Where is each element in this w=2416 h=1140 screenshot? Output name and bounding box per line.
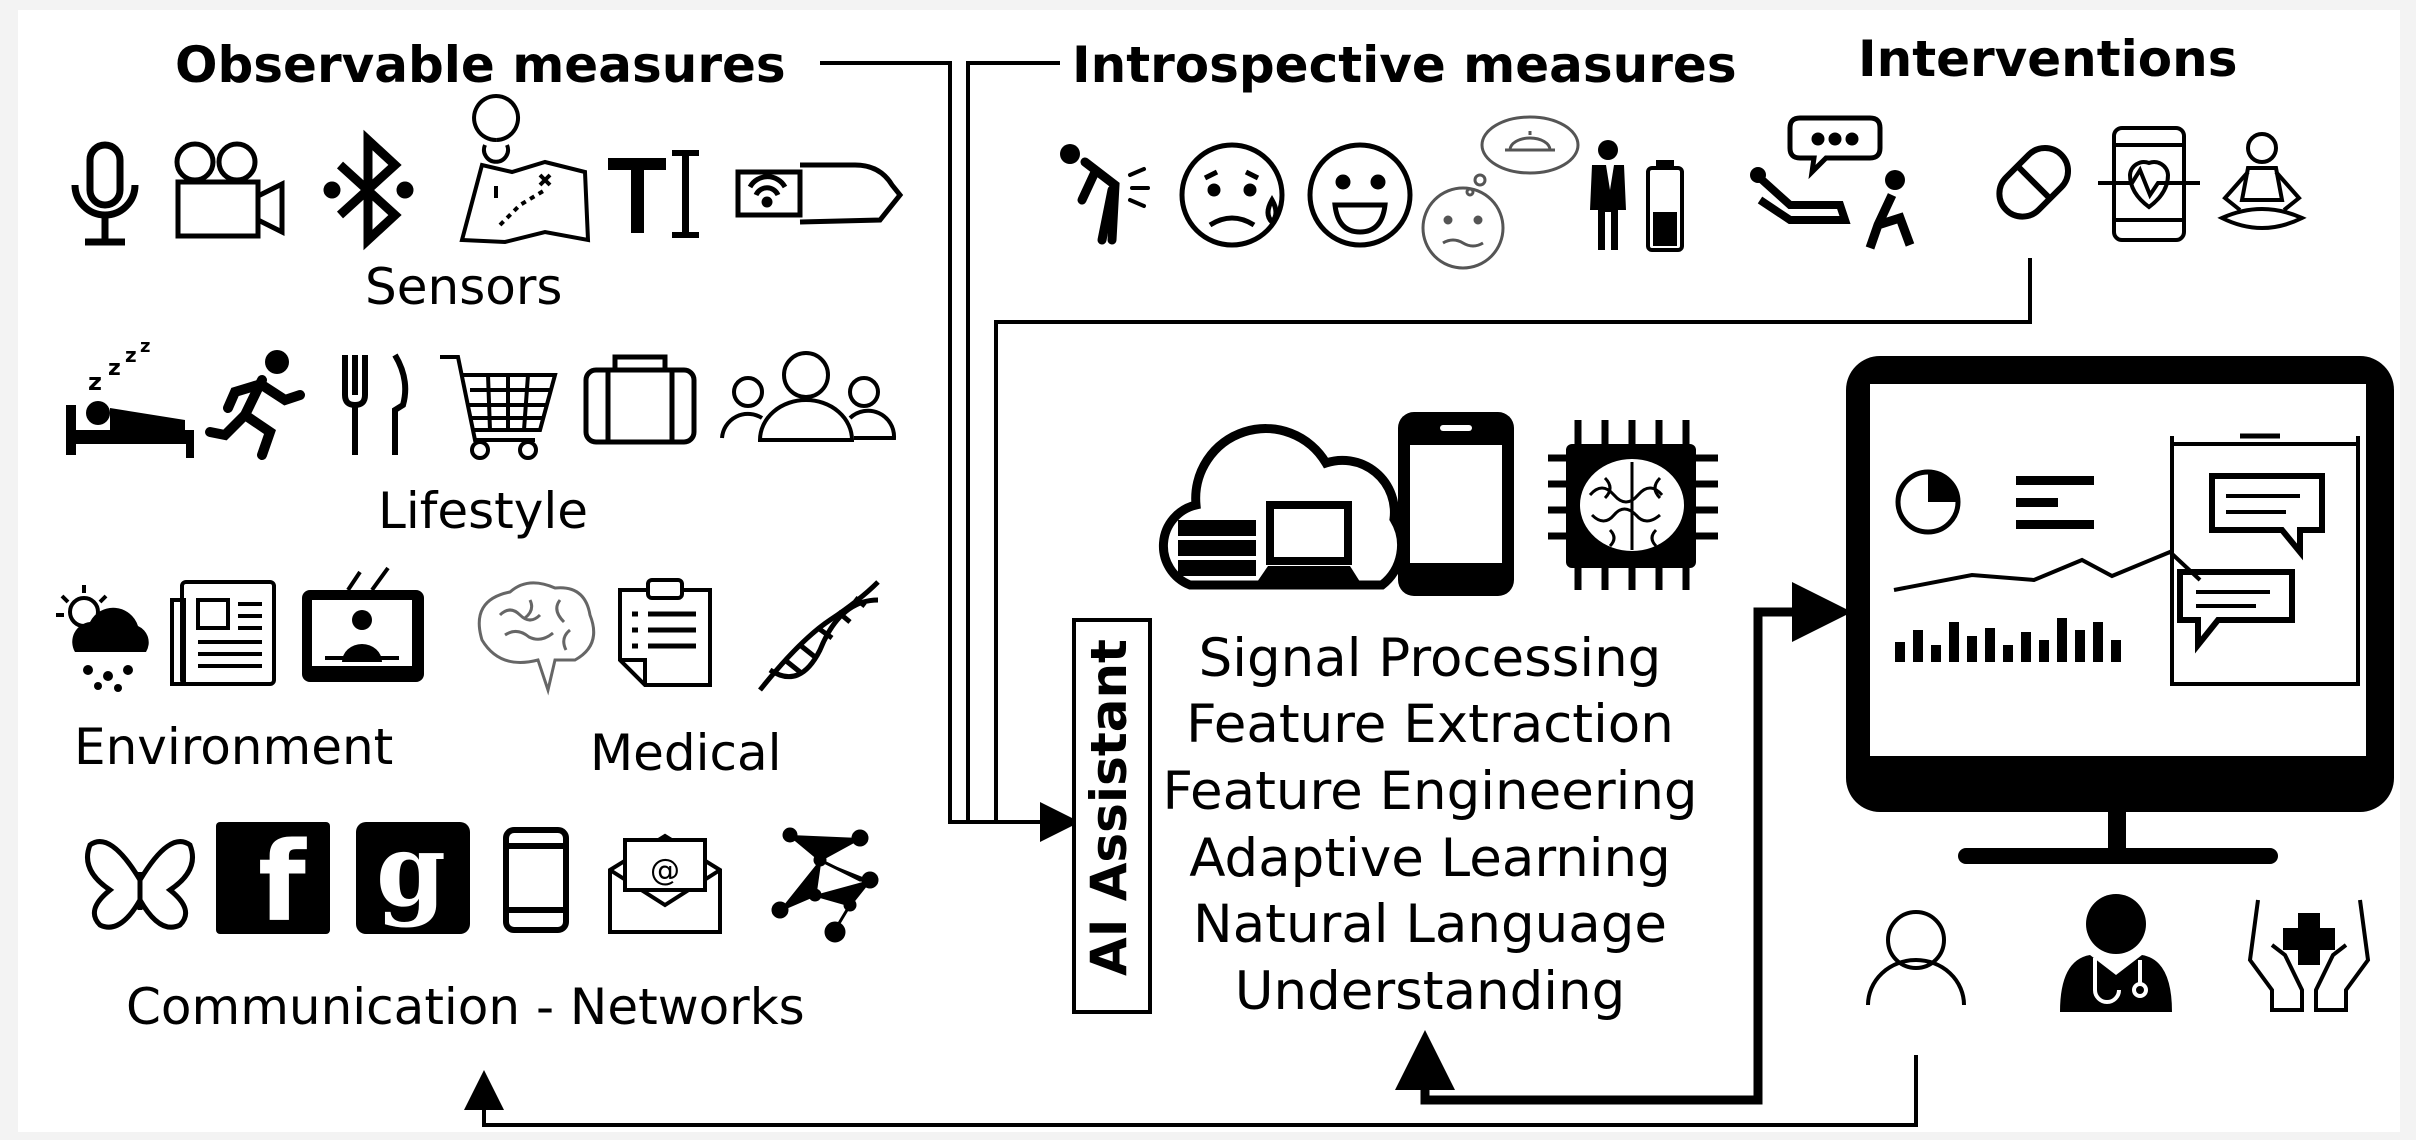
smartwatch-icon <box>735 162 904 225</box>
running-icon <box>205 350 305 460</box>
newspaper-icon <box>170 580 276 686</box>
sad-face-icon <box>1179 142 1285 248</box>
processing-step: Natural Language <box>1193 894 1667 955</box>
communication-networks-label: Communication - Networks <box>126 978 805 1036</box>
fork-knife-icon <box>342 353 409 455</box>
svg-text:z: z <box>108 356 121 381</box>
connector-lines <box>464 61 2032 1127</box>
lifestyle-label: Lifestyle <box>378 482 589 540</box>
chat-panel-icon <box>2170 433 2360 686</box>
svg-text:@: @ <box>650 853 680 888</box>
butterfly-icon <box>85 839 195 930</box>
svg-text:f: f <box>258 818 307 946</box>
environment-label: Environment <box>74 718 394 776</box>
sleep-icon: z z z z <box>66 336 194 458</box>
introspective-measures-heading: Introspective measures <box>1072 36 1737 94</box>
happy-face-icon <box>1307 142 1413 248</box>
observable-measures-heading: Observable measures <box>175 36 786 94</box>
pill-icon <box>1996 144 2072 220</box>
google-icon: g <box>356 811 470 934</box>
svg-text:g: g <box>376 811 446 929</box>
processing-step: Feature Extraction <box>1186 694 1674 755</box>
therapy-session-icon <box>1750 115 1915 250</box>
network-icon <box>771 827 879 943</box>
text-cursor-icon <box>608 150 699 238</box>
brain-icon <box>477 581 596 696</box>
shopping-cart-icon <box>440 355 558 460</box>
email-icon: @ <box>608 833 722 934</box>
bar-lines-icon <box>2016 476 2094 529</box>
facebook-icon: f <box>216 818 330 946</box>
medical-label: Medical <box>590 724 782 782</box>
pie-chart-icon <box>1895 469 1961 535</box>
sensors-label: Sensors <box>365 258 563 316</box>
svg-text:z: z <box>140 336 150 357</box>
processing-step: Adaptive Learning <box>1189 828 1671 889</box>
dna-icon <box>758 580 880 692</box>
bluetooth-icon <box>323 129 414 251</box>
svg-text:z: z <box>88 368 102 396</box>
cloud-computing-icon <box>1158 424 1407 590</box>
ai-chip-icon <box>1548 420 1718 590</box>
processing-step: Understanding <box>1234 961 1626 1022</box>
weather-icon <box>56 585 149 692</box>
ai-assistant-label: AI Assistant <box>1080 639 1138 976</box>
smartphone-icon <box>1398 412 1514 596</box>
ai-assistant-box <box>1072 618 1152 1014</box>
processing-step: Signal Processing <box>1198 628 1662 689</box>
television-icon <box>302 566 424 682</box>
interventions-heading: Interventions <box>1858 30 2238 88</box>
microphone-icon <box>71 141 139 246</box>
bar-chart-icon <box>1895 618 2121 662</box>
briefcase-icon <box>583 354 697 445</box>
processing-step: Feature Engineering <box>1162 761 1698 822</box>
smartphone-icon <box>503 827 569 933</box>
people-group-icon <box>720 351 897 442</box>
user-icon <box>1866 910 1966 1006</box>
meditation-icon <box>2217 132 2307 230</box>
doctor-icon <box>2060 894 2172 1012</box>
health-app-icon <box>2098 126 2200 242</box>
clipboard-icon <box>618 578 712 687</box>
thinking-food-icon <box>1421 115 1580 270</box>
video-camera-icon <box>174 141 285 239</box>
svg-text:z: z <box>125 343 137 367</box>
map-location-icon <box>459 94 591 245</box>
care-hands-icon <box>2247 899 2371 1012</box>
energy-battery-icon <box>1590 140 1684 252</box>
dashboard-monitor-icon <box>1846 356 2394 864</box>
pain-icon <box>1060 144 1150 245</box>
